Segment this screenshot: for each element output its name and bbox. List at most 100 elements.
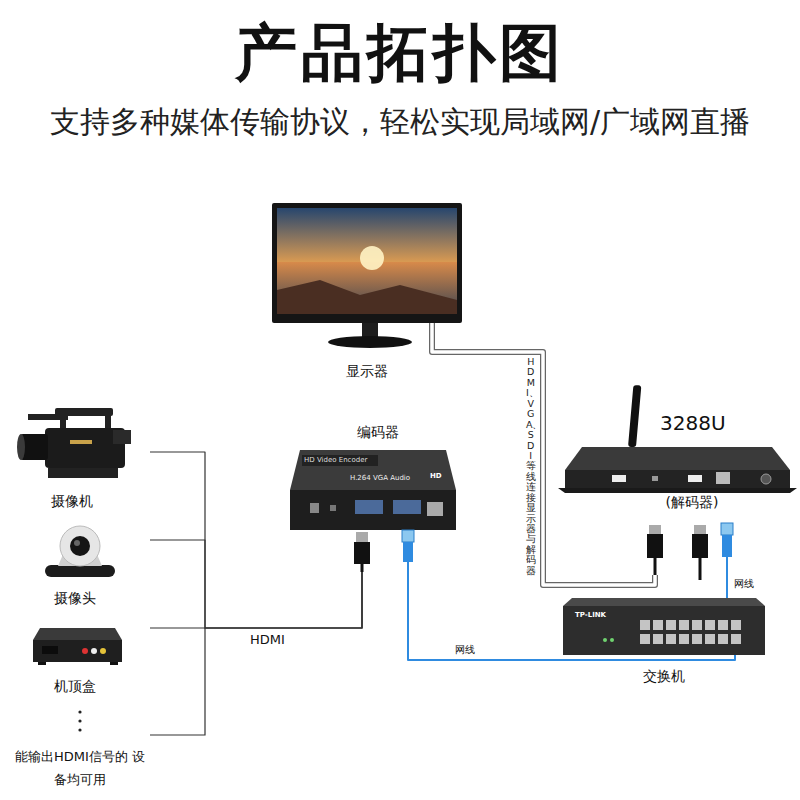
camcorder-picture-part [48, 468, 118, 478]
more-devices-dots-part [78, 728, 81, 731]
hdmi-line [150, 452, 362, 628]
device-label: 摄像机 [51, 493, 93, 510]
edge-label: HDMI、VGA、SDI等线连接显示器与解码器 [526, 357, 536, 576]
camcorder-picture-part [113, 430, 131, 444]
decoder-picture-part [652, 476, 658, 481]
monitor-picture-part [272, 203, 462, 323]
panel-text: HD Video Encoder [304, 456, 367, 464]
encoder-picture-part [393, 500, 421, 514]
set-top-box-picture-part [33, 640, 122, 662]
camcorder-node: 摄像机 [18, 398, 150, 483]
camcorder-picture-part [70, 440, 92, 444]
switch-picture-part [640, 620, 744, 644]
decoder-picture [558, 385, 797, 580]
monitor-picture-part [429, 322, 435, 348]
network-cable [408, 572, 735, 660]
encoder-picture-part [310, 503, 319, 513]
encoder-picture-part [356, 532, 368, 542]
device-label: 摄像头 [54, 590, 96, 607]
connector-line [150, 540, 362, 628]
camera-picture-part [74, 540, 80, 546]
camera-picture-part [70, 536, 90, 556]
decoder-picture-part [722, 535, 732, 557]
switch-picture-part [563, 598, 765, 606]
decoder-picture-part [558, 488, 797, 493]
decoder-picture-part [649, 525, 661, 534]
monitor-node: 显示器 [272, 203, 462, 348]
encoder-picture-part [302, 455, 378, 466]
device-label: 显示器 [346, 363, 388, 380]
panel-text: H.264 VGA Audio [350, 474, 410, 482]
camera-picture [45, 526, 115, 577]
title: 产品拓扑图 [235, 16, 565, 90]
set-top-box-picture-part [100, 648, 106, 654]
camcorder-picture [17, 408, 131, 478]
monitor-picture-part [430, 322, 434, 348]
subtitle: 支持多种媒体传输协议，轻松实现局域网/广域网直播 [50, 104, 750, 140]
more-devices-dots-part [78, 719, 81, 722]
decoder-node: 3288U (解码器) [565, 383, 795, 575]
set-top-box-picture-part [42, 646, 58, 654]
monitor-picture-part [277, 208, 457, 314]
set-top-box-picture-part [82, 648, 88, 654]
device-label: 编码器 [357, 424, 399, 441]
encoder-picture-part [355, 500, 383, 514]
camera-node: 摄像头 [40, 522, 150, 580]
camera-picture-part [45, 565, 115, 577]
monitor-picture-part [277, 280, 457, 314]
set-top-box-picture-part [33, 628, 122, 640]
bracket-line-part [150, 628, 205, 735]
decoder-picture-part [726, 557, 728, 575]
encoder-picture-part [407, 562, 409, 572]
decoder-picture-part [761, 474, 771, 484]
edge-label: HDMI [250, 632, 285, 648]
switch-picture-part [603, 638, 607, 642]
switch-node: 交换机TP-LINK [563, 598, 765, 655]
bracket-line [150, 628, 205, 735]
device-label: 机顶盒 [54, 678, 96, 695]
camcorder-picture-part [55, 408, 113, 416]
device-label: (解码器) [666, 494, 719, 511]
encoder-picture-part [427, 502, 443, 516]
switch-picture-part [563, 606, 765, 655]
decoder-picture-part [692, 534, 708, 558]
decoder-picture-part [612, 475, 626, 482]
model-name: 3288U [660, 411, 726, 435]
monitor-picture-part [328, 336, 412, 348]
set-top-box-node: 机顶盒 [28, 618, 150, 668]
decoder-picture-part [721, 523, 733, 535]
set-top-box-picture [33, 628, 122, 665]
set-top-box-picture-part [91, 648, 97, 654]
decoder-picture-part [565, 470, 790, 488]
encoder-picture-part [290, 490, 456, 530]
badge-text: HD [430, 472, 442, 480]
monitor-picture-part [277, 262, 457, 314]
decoder-picture-part [694, 525, 706, 534]
more-devices-dots [78, 710, 81, 731]
encoder-picture-part [361, 564, 364, 572]
camcorder-picture-part [105, 416, 111, 428]
video-cable [432, 348, 655, 585]
encoder-picture-part [290, 450, 456, 490]
decoder-picture-part [628, 385, 641, 447]
monitor-picture-part [360, 246, 384, 270]
encoder-picture [290, 450, 456, 572]
set-top-box-picture-part [38, 662, 46, 665]
encoder-node: 编码器HD Video EncoderH.264 VGA AudioHD [290, 448, 458, 572]
device-note: 能输出HDMI信号的 设备均可用 [14, 745, 146, 791]
camcorder-picture-part [60, 416, 66, 428]
decoder-picture-part [699, 558, 702, 580]
decoder-picture-part [688, 475, 702, 482]
decoder-picture-part [654, 558, 657, 575]
edge-label: 网线 [455, 644, 475, 656]
device-label: 交换机 [643, 668, 685, 685]
network-cable [727, 575, 728, 598]
monitor-picture [272, 203, 462, 348]
connector-line [408, 572, 735, 660]
switch-picture-part [610, 638, 614, 642]
hdmi-line [150, 540, 362, 628]
encoder-picture-part [330, 505, 336, 511]
encoder-picture-part [403, 542, 413, 562]
connector-line [150, 452, 362, 628]
